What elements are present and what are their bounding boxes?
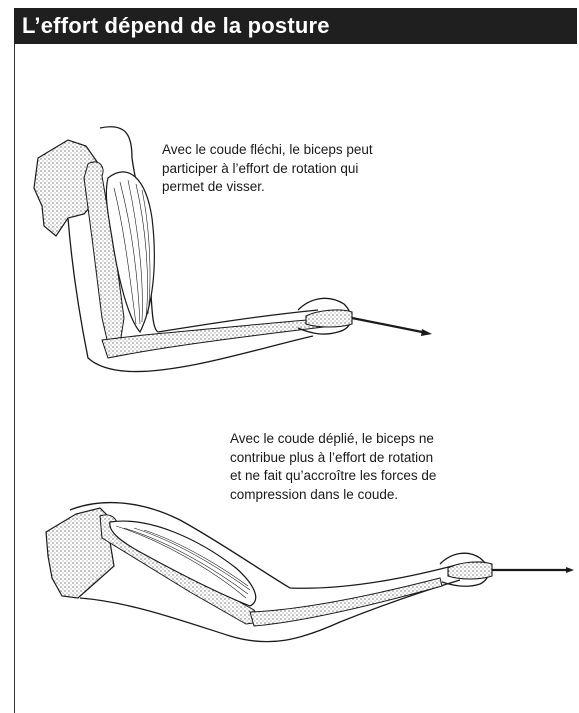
section-header: L’effort dépend de la posture <box>14 8 577 44</box>
caption-line: Avec le coude déplié, le biceps ne <box>230 430 480 449</box>
screwdriver-icon <box>306 310 432 336</box>
screwdriver-icon <box>448 562 574 579</box>
page-title: L’effort dépend de la posture <box>22 13 330 39</box>
caption-line: contribue plus à l’effort de rotation <box>230 449 480 468</box>
extended-arm-illustration <box>40 470 576 650</box>
biceps-muscle-icon <box>110 521 256 606</box>
left-margin-rule <box>14 44 15 713</box>
flexed-arm-illustration <box>28 118 448 380</box>
